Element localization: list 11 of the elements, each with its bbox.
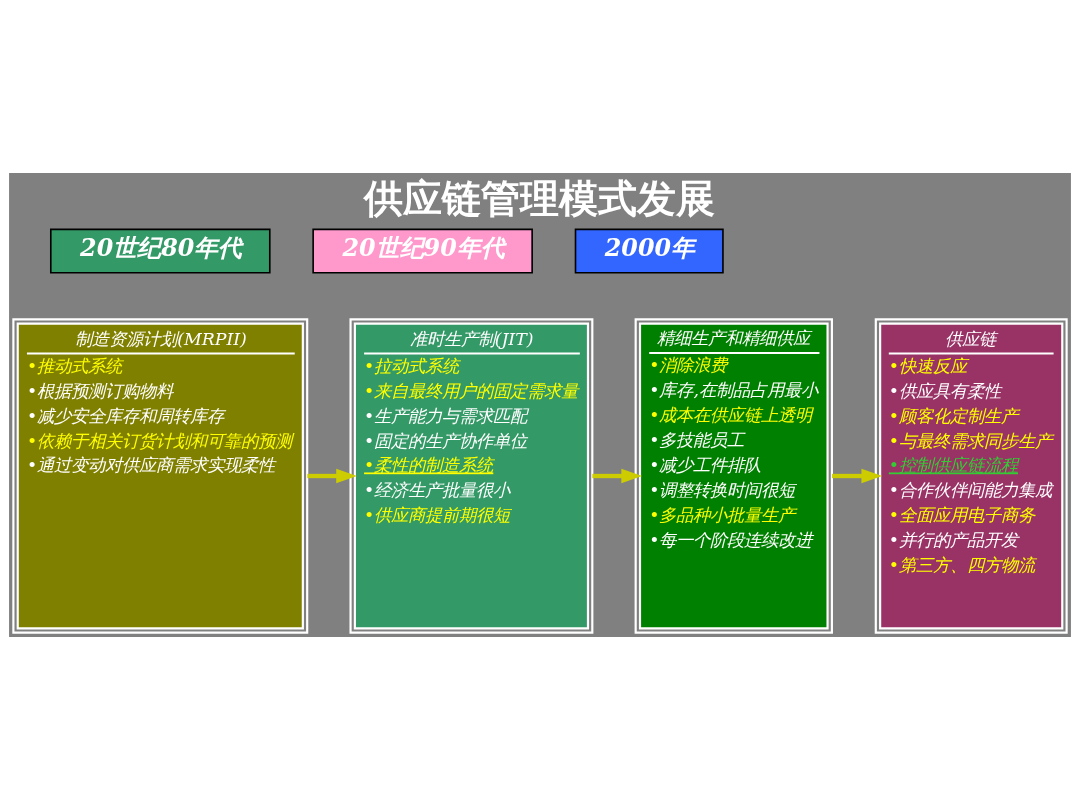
node-box: 供应链 •快速反应 •供应具有柔性 •顾客化定制生产 •与最终需求同步生产 •控制供应链流程 •合作伙伴间能力集成 •全面应用电子商务 •并行的产品开发 •第三方、四方物流 bbox=[874, 318, 1068, 634]
arrow bbox=[832, 468, 883, 484]
node-box: 精细生产和精细供应 •消除浪费 •库存,在制品占用最小 •成本在供应链上透明 •多技能员工 •减少工件排队 •调整转换时间很短 •多品种小批量生产 •每一个阶段连续改进 bbox=[634, 318, 833, 634]
node-box: 20世纪80年代 bbox=[49, 228, 271, 274]
arrow bbox=[592, 468, 643, 484]
node-box: 2000年 bbox=[574, 228, 724, 274]
diagram-title: 供应链管理模式发展 bbox=[363, 174, 715, 221]
node-box: 制造资源计划(MRPII) •推动式系统 •根据预测订购物料 •减少安全库存和周转库存 •依赖于相关订货计划和可靠的预测 •通过变动对供应商需求实现柔性 bbox=[12, 318, 309, 634]
node-box: 20世纪90年代 bbox=[312, 228, 533, 274]
node-box: 准时生产制(JIT) •拉动式系统 •来自最终用户的固定需求量 •生产能力与需求匹配 •固定的生产协作单位 •柔性的制造系统 •经济生产批量很小 •供应商提前期很短 bbox=[349, 318, 594, 634]
arrow bbox=[307, 468, 357, 484]
